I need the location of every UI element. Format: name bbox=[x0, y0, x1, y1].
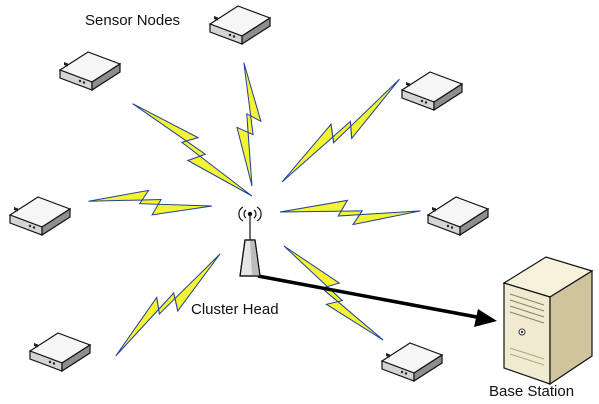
lightning-bolt-icon bbox=[235, 61, 263, 187]
sensor-nodes-label: Sensor Nodes bbox=[85, 12, 181, 29]
sensor-node-device-icon bbox=[209, 5, 271, 45]
antenna-tower-icon bbox=[238, 206, 262, 277]
sensor-node-device-icon bbox=[29, 332, 91, 372]
sensor-node-device-icon bbox=[401, 71, 463, 111]
sensor-node-device-icon bbox=[59, 51, 121, 91]
server-tower-icon bbox=[502, 256, 594, 386]
lightning-bolt-icon bbox=[126, 90, 259, 208]
lightning-bolt-icon bbox=[276, 235, 390, 352]
sensor-node-device-icon bbox=[381, 342, 443, 382]
sensor-node-device-icon bbox=[9, 196, 71, 236]
lightning-bolt-icon bbox=[87, 184, 214, 221]
base-station-label: Base Station bbox=[489, 383, 575, 400]
uplink-arrow bbox=[257, 274, 497, 327]
lightning-bolt-icon bbox=[279, 197, 422, 228]
sensor-node-device-icon bbox=[427, 196, 489, 236]
cluster-head-label: Cluster Head bbox=[191, 301, 279, 318]
lightning-bolt-icon bbox=[272, 72, 411, 191]
